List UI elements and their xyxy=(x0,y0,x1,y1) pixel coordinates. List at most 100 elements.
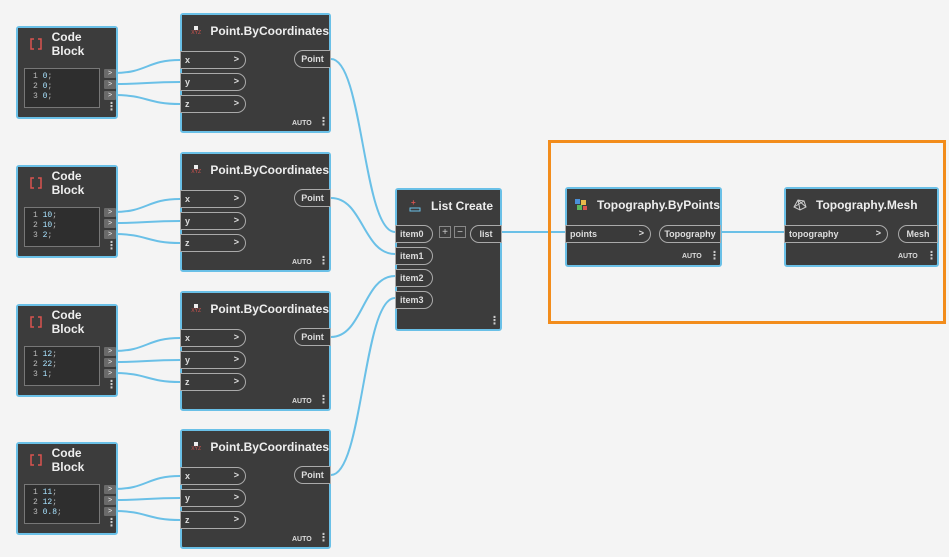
remove-input-button[interactable]: − xyxy=(454,226,466,238)
input-port-z[interactable]: z> xyxy=(180,95,246,113)
code-editor[interactable]: 1 10;2 10;3 2; xyxy=(24,207,100,247)
line-number: 2 xyxy=(33,498,38,507)
node-menu-icon[interactable]: ⋮ xyxy=(318,532,329,544)
output-port-3[interactable]: > xyxy=(104,507,116,516)
wire-code-to-point xyxy=(113,81,181,85)
input-port-y[interactable]: y> xyxy=(180,489,246,507)
output-port-list[interactable]: list xyxy=(470,225,502,243)
port-label: x xyxy=(185,55,191,65)
input-port-y[interactable]: y> xyxy=(180,351,246,369)
code-editor[interactable]: 1 12;2 22;3 1; xyxy=(24,346,100,386)
code-editor[interactable]: 1 11;2 12;3 0.8; xyxy=(24,484,100,524)
node-menu-icon[interactable]: ⋮ xyxy=(106,379,117,391)
node-menu-icon[interactable]: ⋮ xyxy=(318,394,329,406)
input-port-points[interactable]: points> xyxy=(565,225,651,243)
code-editor[interactable]: 1 0;2 0;3 0; xyxy=(24,68,100,108)
node-title: Code Block xyxy=(51,446,85,474)
node-menu-icon[interactable]: ⋮ xyxy=(709,250,720,262)
output-port-point[interactable]: Point xyxy=(294,466,331,484)
input-port-x[interactable]: x> xyxy=(180,329,246,347)
output-port-topography[interactable]: Topography xyxy=(659,225,721,243)
output-port-2[interactable]: > xyxy=(104,358,116,367)
input-port-x[interactable]: x> xyxy=(180,190,246,208)
input-port-y[interactable]: y> xyxy=(180,212,246,230)
node-header: Code Block xyxy=(18,444,116,476)
add-input-button[interactable]: + xyxy=(439,226,451,238)
output-port-3[interactable]: > xyxy=(104,91,116,100)
code-terminator: ; xyxy=(52,498,58,507)
input-port-z[interactable]: z> xyxy=(180,511,246,529)
output-port-3[interactable]: > xyxy=(104,369,116,378)
code-line: 3 1; xyxy=(33,370,99,380)
code-line: 2 22; xyxy=(33,360,99,370)
input-port-z[interactable]: z> xyxy=(180,234,246,252)
code-value: 1 xyxy=(42,370,48,379)
wire-point-to-list xyxy=(330,197,396,255)
input-port-z[interactable]: z> xyxy=(180,373,246,391)
output-port-point[interactable]: Point xyxy=(294,189,331,207)
node-menu-icon[interactable]: ⋮ xyxy=(106,240,117,252)
line-number: 1 xyxy=(33,350,38,359)
input-port-x[interactable]: x> xyxy=(180,467,246,485)
run-mode-label: AUTO xyxy=(292,536,312,543)
node-menu-icon[interactable]: ⋮ xyxy=(926,250,937,262)
code-line: 1 0; xyxy=(33,72,99,82)
code-line: 3 0; xyxy=(33,92,99,102)
node-title: Topography.Mesh xyxy=(816,198,918,212)
port-label: x xyxy=(185,471,191,481)
input-port-item3[interactable]: item3 xyxy=(395,291,433,309)
port-arrow-icon: > xyxy=(233,237,239,247)
node-header: Code Block xyxy=(18,167,116,199)
node-menu-icon[interactable]: ⋮ xyxy=(318,116,329,128)
port-arrow-icon: > xyxy=(233,376,239,386)
output-port-1[interactable]: > xyxy=(104,208,116,217)
input-port-y[interactable]: y> xyxy=(180,73,246,91)
input-port-item2[interactable]: item2 xyxy=(395,269,433,287)
output-port-1[interactable]: > xyxy=(104,347,116,356)
output-port-1[interactable]: > xyxy=(104,69,116,78)
output-port-2[interactable]: > xyxy=(104,219,116,228)
input-port-item1[interactable]: item1 xyxy=(395,247,433,265)
port-arrow-icon: > xyxy=(233,470,239,480)
port-label: y xyxy=(185,216,191,226)
node-menu-icon[interactable]: ⋮ xyxy=(489,315,500,327)
node-title: List Create xyxy=(431,199,494,213)
node-title: Point.ByCoordinates xyxy=(210,24,329,38)
output-port-2[interactable]: > xyxy=(104,496,116,505)
node-menu-icon[interactable]: ⋮ xyxy=(318,255,329,267)
output-port-3[interactable]: > xyxy=(104,230,116,239)
input-port-x[interactable]: x> xyxy=(180,51,246,69)
output-port-1[interactable]: > xyxy=(104,485,116,494)
wire-code-to-point xyxy=(113,510,181,521)
port-arrow-icon: > xyxy=(638,228,644,238)
code-line: 2 12; xyxy=(33,498,99,508)
output-port-point[interactable]: Point xyxy=(294,328,331,346)
point-icon: XYZ xyxy=(190,439,202,455)
port-label: z xyxy=(185,238,190,248)
port-label: y xyxy=(185,77,191,87)
node-menu-icon[interactable]: ⋮ xyxy=(106,101,117,113)
wire-code-to-point xyxy=(113,359,181,363)
output-port-2[interactable]: > xyxy=(104,80,116,89)
code-line: 3 2; xyxy=(33,231,99,241)
node-header: Code Block xyxy=(18,306,116,338)
node-menu-icon[interactable]: ⋮ xyxy=(106,517,117,529)
code-block-icon xyxy=(28,314,44,330)
run-mode-label: AUTO xyxy=(682,253,702,260)
input-port-topography[interactable]: topography> xyxy=(784,225,888,243)
output-port-mesh[interactable]: Mesh xyxy=(898,225,938,243)
output-port-point[interactable]: Point xyxy=(294,50,331,68)
input-port-item0[interactable]: item0 xyxy=(395,225,433,243)
